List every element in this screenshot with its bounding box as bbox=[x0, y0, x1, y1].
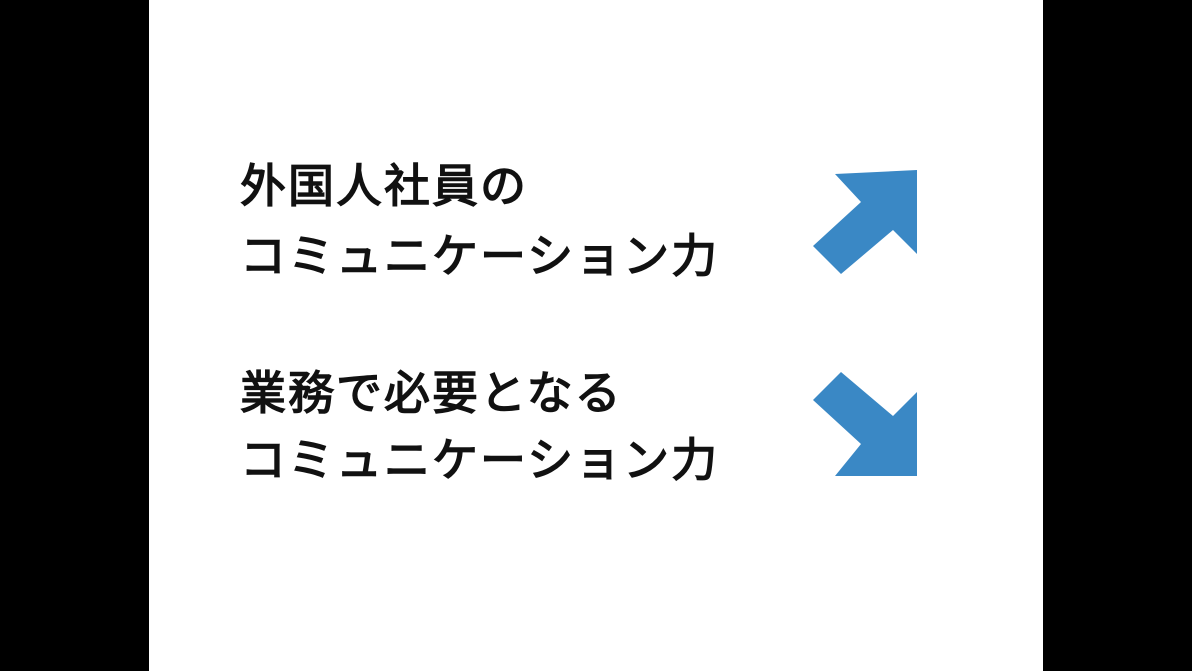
item2-line2: コミュニケーション力 bbox=[240, 433, 720, 487]
item1-line2: コミュニケーション力 bbox=[240, 229, 720, 283]
up-right-arrow-icon bbox=[813, 170, 917, 274]
item1-line1: 外国人社員の bbox=[240, 159, 528, 213]
slide: 外国人社員の コミュニケーション力 業務で必要となる コミュニケーション力 bbox=[149, 0, 1043, 671]
down-right-arrow-icon bbox=[813, 372, 917, 476]
item2-line1: 業務で必要となる bbox=[240, 366, 623, 420]
